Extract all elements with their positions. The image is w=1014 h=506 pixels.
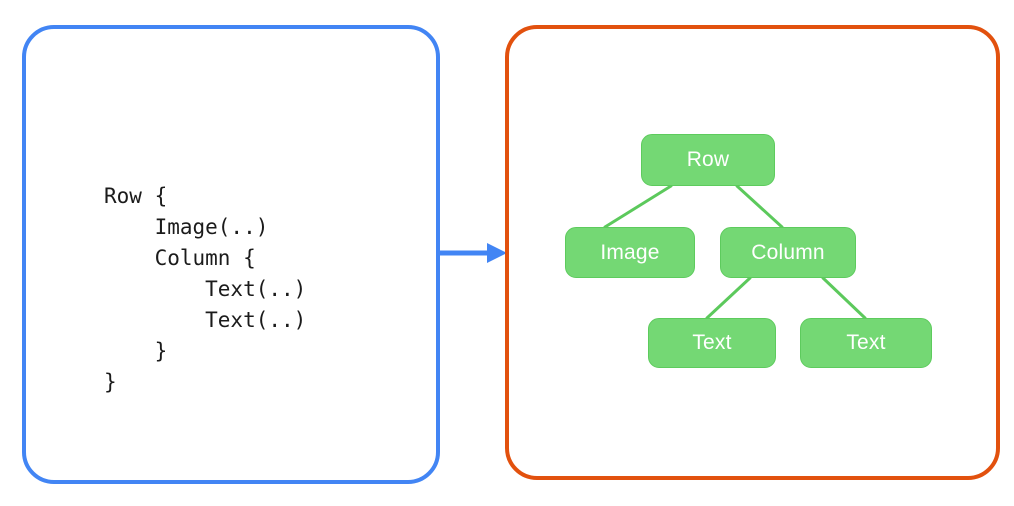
code-snippet-text: Row { Image(..) Column { Text(..) Text(.… xyxy=(104,184,307,394)
tree-node-text-1[interactable]: Text xyxy=(648,318,776,368)
tree-node-image-label: Image xyxy=(600,240,660,264)
tree-node-column[interactable]: Column xyxy=(720,227,856,278)
tree-node-row-label: Row xyxy=(686,148,730,171)
tree-node-column-label: Column xyxy=(751,240,825,264)
code-snippet-panel: Row { Image(..) Column { Text(..) Text(.… xyxy=(22,25,440,484)
tree-node-image[interactable]: Image xyxy=(565,227,695,278)
tree-node-text-2[interactable]: Text xyxy=(800,318,932,368)
tree-node-text-1-label: Text xyxy=(692,331,732,354)
tree-node-row[interactable]: Row xyxy=(641,134,775,186)
tree-node-text-2-label: Text xyxy=(846,331,886,354)
flow-arrow-icon xyxy=(437,243,507,263)
